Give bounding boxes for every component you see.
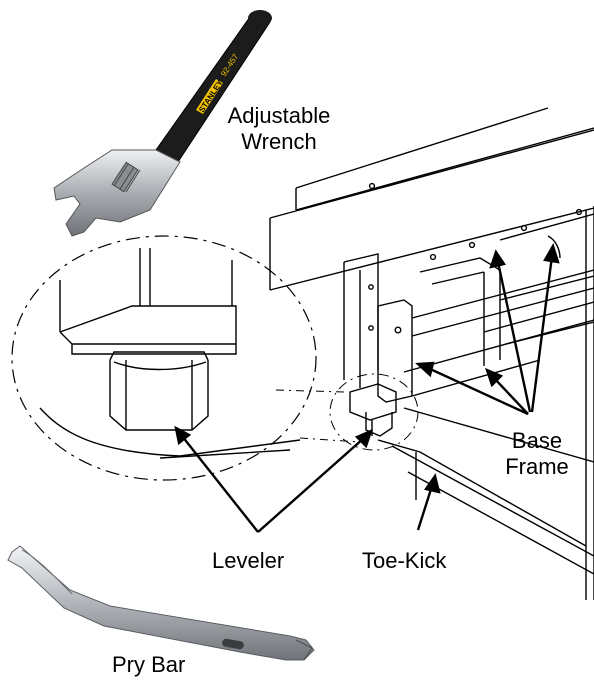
pry-bar-image [7, 545, 315, 661]
adjustable-wrench-image: STANLEY 92-457 [53, 10, 272, 237]
callout-arrows [174, 243, 560, 533]
leveler-label: Leveler [212, 548, 285, 573]
base-frame-label-line1: Base [511, 428, 563, 453]
base-frame-label: Base Frame [494, 428, 580, 480]
leveler-detail-circle [11, 235, 361, 481]
base-frame-label-line2: Frame [505, 454, 569, 479]
adjustable-wrench-label-line2: Wrench [241, 129, 317, 154]
leveler-callout-circle [329, 373, 419, 451]
adjustable-wrench-label: Adjustable Wrench [214, 103, 344, 155]
toe-kick-label: Toe-Kick [362, 548, 447, 573]
adjustable-wrench-label-line1: Adjustable [227, 103, 331, 128]
cabinet-line-art [269, 107, 594, 600]
pry-bar-label: Pry Bar [112, 652, 186, 677]
